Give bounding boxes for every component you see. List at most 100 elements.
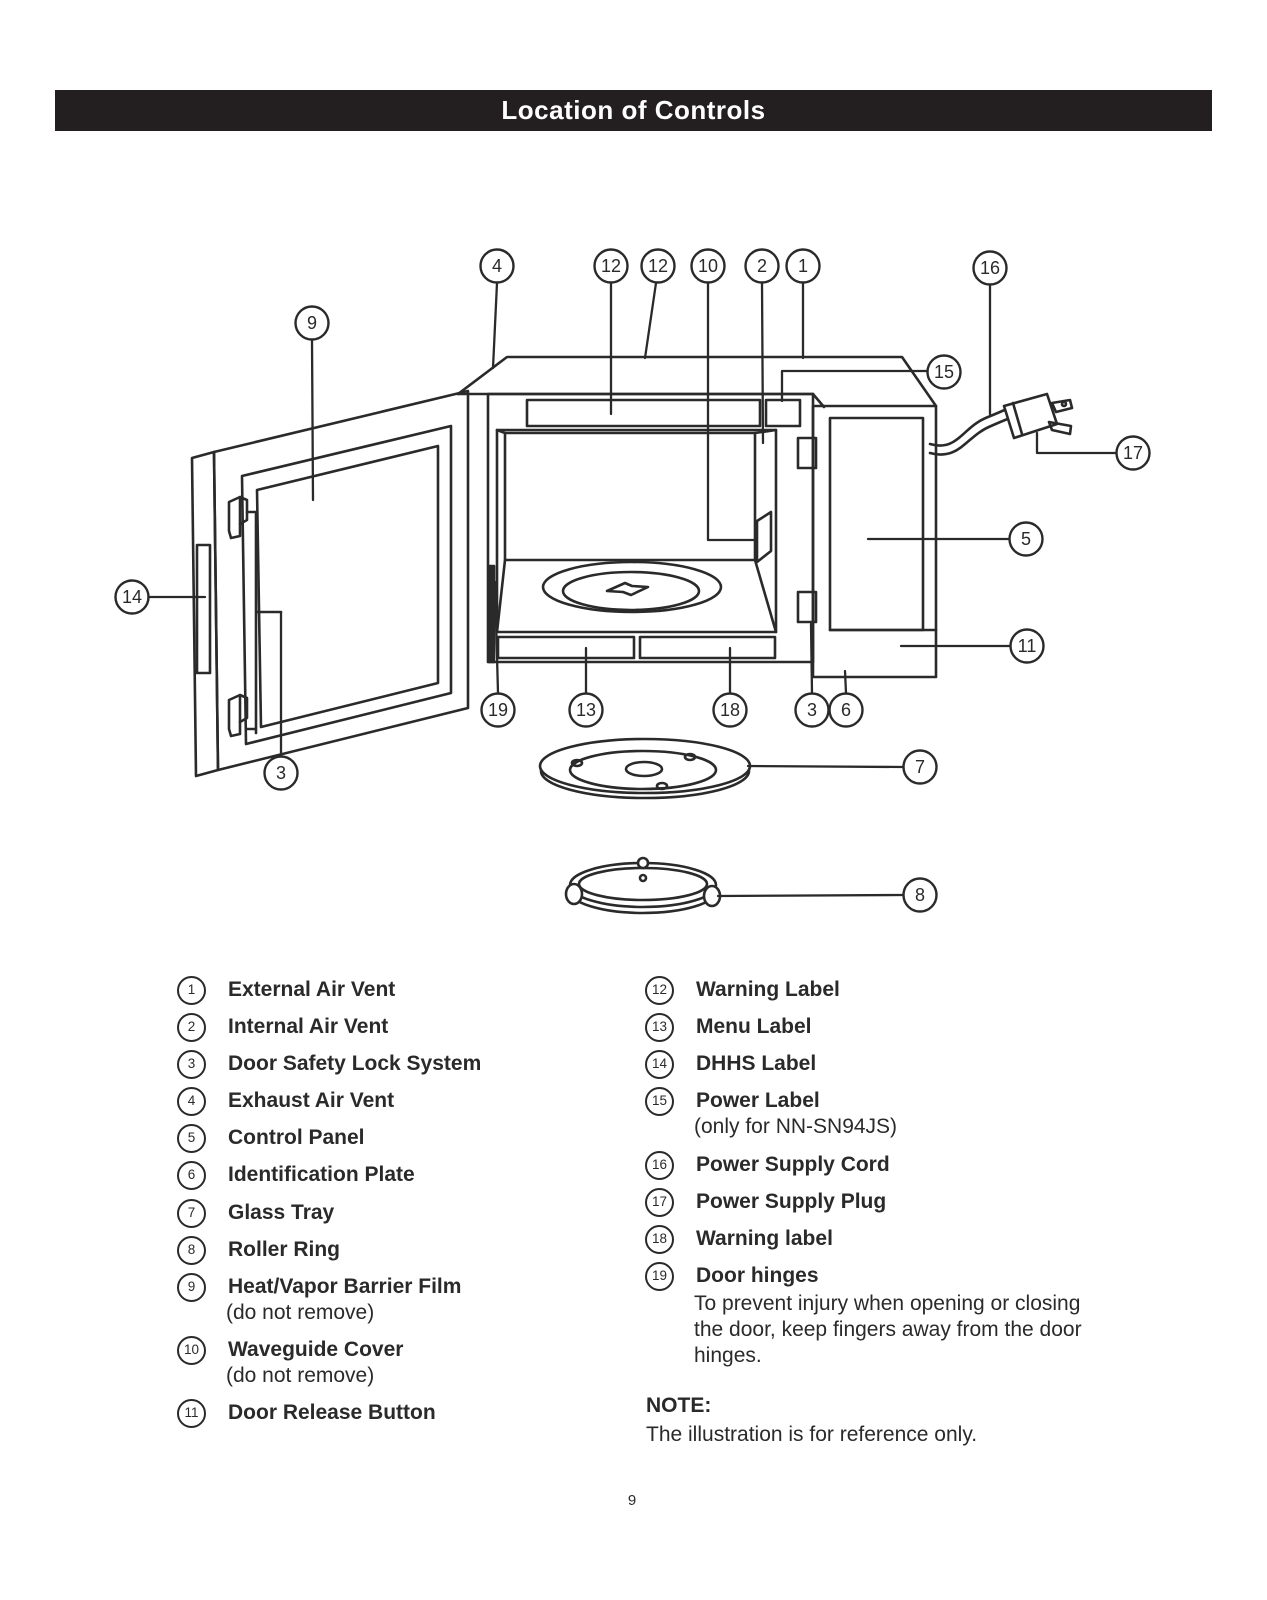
callout-15: 15 xyxy=(926,354,962,390)
legend-item-warning-label: 12 Warning Label xyxy=(645,975,840,1005)
item-number-badge: 2 xyxy=(177,1012,206,1042)
door-front-face xyxy=(212,389,470,772)
turntable-outer xyxy=(541,560,723,614)
item-number-badge: 18 xyxy=(645,1224,674,1254)
item-number-badge: 7 xyxy=(177,1198,206,1228)
plug-body xyxy=(1002,392,1059,440)
item-number-badge: 8 xyxy=(177,1235,206,1265)
svg-text:12: 12 xyxy=(601,256,621,276)
power-cord xyxy=(928,407,1012,456)
lock-slot-lower xyxy=(796,590,818,624)
callout-4: 4 xyxy=(479,248,515,284)
item-label: Door hinges xyxy=(696,1264,819,1287)
cavity-opening xyxy=(495,428,778,634)
page-number: 9 xyxy=(627,1492,637,1509)
plug-collar xyxy=(1011,401,1024,436)
door-inner-frame xyxy=(240,424,453,746)
roof-outline xyxy=(456,355,938,408)
item-label: Power Label xyxy=(696,1089,820,1112)
legend-item-roller-ring: 8 Roller Ring xyxy=(177,1235,341,1265)
cavity-back-wall xyxy=(503,431,757,562)
item-number-badge: 17 xyxy=(645,1187,674,1217)
door-window xyxy=(255,444,440,729)
legend-item-glass-tray: 7 Glass Tray xyxy=(177,1198,335,1228)
item-label: Exhaust Air Vent xyxy=(228,1089,395,1112)
legend-item-exhaust-air-vent: 4 Exhaust Air Vent xyxy=(177,1086,395,1116)
callout-3-right: 3 xyxy=(794,692,830,728)
item-label: Heat/Vapor Barrier Film xyxy=(228,1275,462,1298)
callout-leader-lines xyxy=(147,281,1118,898)
item-number-badge: 3 xyxy=(177,1049,206,1079)
callout-19: 19 xyxy=(480,692,516,728)
item-label: Power Supply Cord xyxy=(696,1153,890,1176)
ring-axle-knob xyxy=(636,856,650,870)
svg-text:5: 5 xyxy=(1021,529,1031,549)
item-label: Door Safety Lock System xyxy=(228,1052,482,1075)
svg-text:10: 10 xyxy=(698,256,718,276)
callout-10: 10 xyxy=(690,248,726,284)
item-label: Internal Air Vent xyxy=(228,1015,389,1038)
header-bar: Location of Controls xyxy=(55,90,1212,131)
lock-slot-upper xyxy=(796,436,818,470)
item-label: Control Panel xyxy=(228,1126,365,1149)
svg-text:6: 6 xyxy=(841,700,851,720)
item-label: External Air Vent xyxy=(228,978,396,1001)
callout-3-left: 3 xyxy=(263,755,299,791)
item-label: Identification Plate xyxy=(228,1163,415,1186)
legend-item-door-hinges: 19 Door hinges xyxy=(645,1261,819,1291)
hinge-pillar xyxy=(487,564,496,664)
warning-label-strip xyxy=(525,398,762,428)
callout-13: 13 xyxy=(568,692,604,728)
dhhs-label-strip xyxy=(195,543,212,675)
power-plug xyxy=(1002,392,1074,440)
svg-text:18: 18 xyxy=(720,700,740,720)
item-number-badge: 16 xyxy=(645,1150,674,1180)
plug-prong-ground xyxy=(1047,420,1073,436)
oven-door xyxy=(190,389,470,778)
item-sub-note: (do not remove) xyxy=(226,1301,375,1324)
cavity-corner-br xyxy=(753,558,778,634)
svg-text:9: 9 xyxy=(307,313,317,333)
menu-label-strip xyxy=(496,635,636,660)
item-number-badge: 12 xyxy=(645,975,674,1005)
callout-8: 8 xyxy=(902,877,938,913)
legend-item-waveguide-cover: 10 Waveguide Cover xyxy=(177,1335,404,1365)
turntable-coupler xyxy=(605,581,650,597)
legend-item-dhhs-label: 14 DHHS Label xyxy=(645,1049,816,1079)
control-panel-housing xyxy=(811,404,938,679)
item-number-badge: 19 xyxy=(645,1261,674,1291)
legend-item-control-panel: 5 Control Panel xyxy=(177,1123,365,1153)
door-latch-upper xyxy=(227,495,249,540)
microwave-diagram: 4 12 12 10 2 1 16 9 xyxy=(114,248,1151,915)
svg-text:13: 13 xyxy=(576,700,596,720)
svg-text:11: 11 xyxy=(1018,636,1037,656)
roller-ring xyxy=(564,856,722,915)
legend-item-power-supply-cord: 16 Power Supply Cord xyxy=(645,1150,890,1180)
item-label: Menu Label xyxy=(696,1015,812,1038)
svg-text:7: 7 xyxy=(915,757,925,777)
legend-item-internal-air-vent: 2 Internal Air Vent xyxy=(177,1012,389,1042)
legend-item-heat-vapor-barrier-film: 9 Heat/Vapor Barrier Film xyxy=(177,1272,462,1302)
callout-7: 7 xyxy=(902,749,938,785)
item-label: Waveguide Cover xyxy=(228,1338,404,1361)
legend-item-power-supply-plug: 17 Power Supply Plug xyxy=(645,1187,887,1217)
item-label: Warning label xyxy=(696,1227,833,1250)
legend-item-menu-label: 13 Menu Label xyxy=(645,1012,812,1042)
svg-text:4: 4 xyxy=(492,256,502,276)
legend-item-identification-plate: 6 Identification Plate xyxy=(177,1160,415,1190)
item-number-badge: 14 xyxy=(645,1049,674,1079)
item-label: Power Supply Plug xyxy=(696,1190,887,1213)
legend-item-door-release-button: 11 Door Release Button xyxy=(177,1398,436,1428)
note-title: NOTE: xyxy=(646,1394,712,1417)
item-label: Glass Tray xyxy=(228,1201,335,1224)
svg-text:19: 19 xyxy=(488,700,508,720)
control-panel-face xyxy=(828,416,925,632)
glass-tray xyxy=(538,737,752,800)
plug-prong-hole xyxy=(1060,400,1068,408)
callout-18: 18 xyxy=(712,692,748,728)
item-number-badge: 15 xyxy=(645,1086,674,1116)
svg-text:3: 3 xyxy=(807,700,817,720)
item-label: Roller Ring xyxy=(228,1238,341,1261)
item-number-badge: 11 xyxy=(177,1398,206,1428)
